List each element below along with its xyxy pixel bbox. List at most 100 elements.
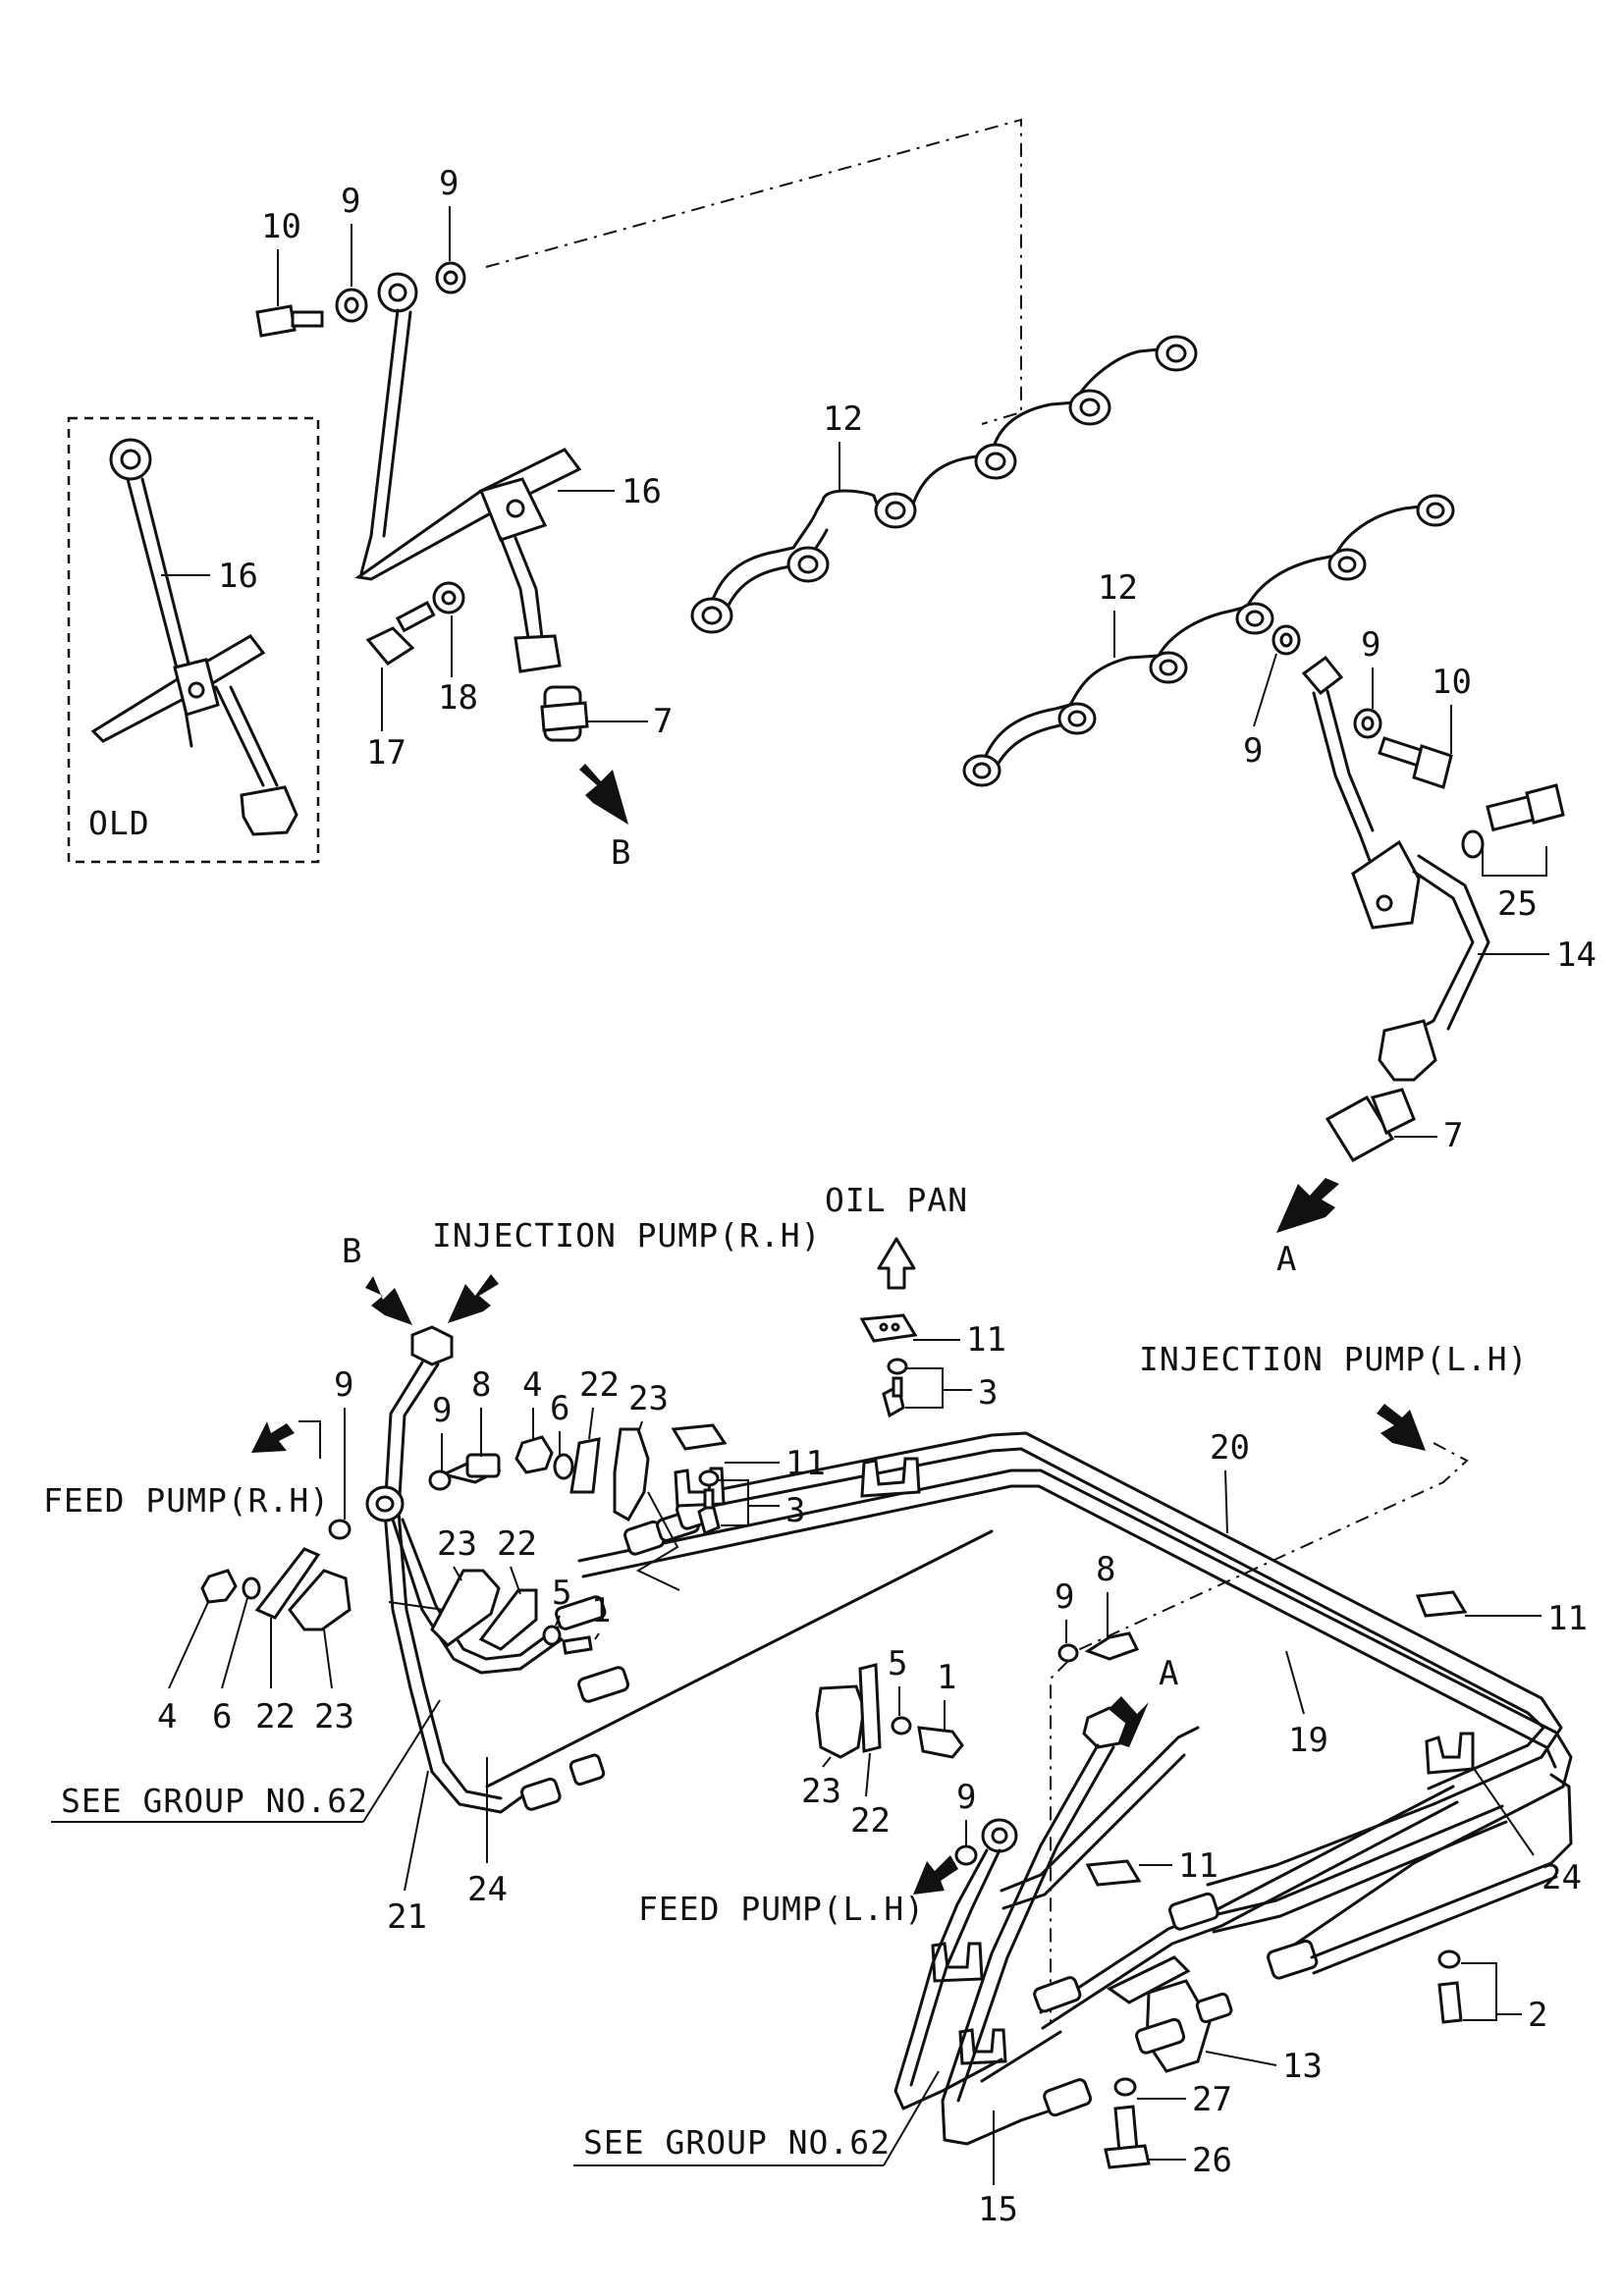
callout-9: 9 <box>432 1391 452 1430</box>
callout-9: 9 <box>341 182 360 221</box>
label-feed-pump-lh: FEED PUMP(L.H) <box>638 1890 925 1928</box>
label-see-group-1: SEE GROUP NO.62 <box>61 1782 368 1820</box>
fuel-pipe-19 <box>577 1468 1573 1946</box>
callout-3: 3 <box>978 1373 998 1413</box>
fuel-pipe-lower-right <box>1033 1773 1573 2013</box>
callout-7: 7 <box>1443 1116 1463 1155</box>
callout-16: 16 <box>622 472 662 511</box>
callout-11: 11 <box>1547 1599 1588 1638</box>
bolt-17 <box>365 626 415 666</box>
see-group-labels: SEE GROUP NO.62 SEE GROUP NO.62 <box>51 1699 940 2166</box>
joint-13 <box>1107 1955 1233 2073</box>
callout-11: 11 <box>1178 1846 1218 1886</box>
label-see-group-2: SEE GROUP NO.62 <box>583 2123 891 2162</box>
callout-5: 5 <box>888 1644 907 1683</box>
callout-21: 21 <box>387 1897 427 1937</box>
callout-1: 1 <box>937 1658 956 1697</box>
washer-25 <box>1461 829 1485 859</box>
callout-14: 14 <box>1556 935 1596 975</box>
callout-9: 9 <box>1055 1577 1074 1617</box>
bolt-25 <box>1486 783 1565 832</box>
callout-13: 13 <box>1282 2047 1323 2086</box>
callout-3: 3 <box>785 1491 805 1530</box>
callout-8: 8 <box>471 1365 491 1405</box>
label-oil-pan: OIL PAN <box>825 1181 968 1219</box>
callout-4: 4 <box>522 1365 542 1405</box>
callout-23: 23 <box>801 1772 841 1811</box>
callout-11: 11 <box>785 1444 826 1483</box>
callout-24: 24 <box>1542 1858 1582 1897</box>
fuel-pipe-24-left <box>365 1485 994 1789</box>
callout-9: 9 <box>334 1365 353 1405</box>
callout-22: 22 <box>850 1801 891 1841</box>
arrow-oil-pan <box>877 1237 916 1290</box>
fuel-pipe-15 <box>941 1706 1129 2146</box>
injection-pipe-14-assembly: A <box>1271 624 1565 1279</box>
leak-off-pipe-12-lower <box>962 494 1455 787</box>
callout-20: 20 <box>1210 1428 1250 1468</box>
arrow-injection-pump-rh <box>448 1274 499 1323</box>
small-parts <box>200 1313 1468 2169</box>
arrow-injection-pump-lh <box>1377 1404 1426 1451</box>
label-a-bottom: A <box>1159 1654 1178 1693</box>
old-version-box: OLD 16 <box>67 416 320 864</box>
callout-2: 2 <box>1528 1996 1547 2035</box>
callout-19: 19 <box>1288 1721 1328 1760</box>
callout-10: 10 <box>1432 663 1472 702</box>
connector-7a <box>540 685 589 742</box>
callout-22: 22 <box>579 1365 620 1405</box>
injection-pipe-16-assembly: B <box>255 118 1022 873</box>
arrow-b-top <box>579 764 628 825</box>
pipe-fittings-left <box>520 1494 718 1811</box>
arrow-a-top <box>1276 1178 1339 1233</box>
fittings <box>690 335 1198 634</box>
arrow-feed-pump-lh <box>913 1855 958 1895</box>
arrow-feed-pump-rh <box>251 1421 295 1453</box>
callout-22: 22 <box>497 1524 537 1564</box>
callout-23: 23 <box>314 1697 354 1736</box>
callout-9: 9 <box>956 1778 976 1817</box>
label-injection-pump-rh: INJECTION PUMP(R.H) <box>432 1216 822 1255</box>
callout-9: 9 <box>1361 625 1380 665</box>
callout-11: 11 <box>966 1320 1006 1360</box>
callout-4: 4 <box>157 1697 177 1736</box>
fuel-pipe-20 <box>701 1431 1563 1887</box>
callout-25: 25 <box>1497 884 1538 924</box>
callout-27: 27 <box>1192 2080 1232 2119</box>
callout-6: 6 <box>212 1697 232 1736</box>
callout-6: 6 <box>550 1389 569 1428</box>
bottom-callouts: 11 3 11 3 9 9 8 4 6 22 23 4 6 22 23 23 <box>157 1320 1588 2229</box>
label-b-top: B <box>611 833 630 873</box>
callout-26: 26 <box>1192 2141 1232 2180</box>
callout-23: 23 <box>628 1379 669 1418</box>
callout-5: 5 <box>552 1574 571 1613</box>
label-b-bottom: B <box>342 1232 361 1271</box>
bolt-10b <box>1378 736 1453 789</box>
banjo-bolt-10 <box>255 304 324 338</box>
callout-16: 16 <box>218 557 258 596</box>
pipe-clamps <box>674 1457 1475 2065</box>
leak-off-pipe-12-upper <box>690 335 1198 634</box>
callout-17: 17 <box>366 733 406 773</box>
arrow-b-bottom <box>365 1276 412 1325</box>
callout-24: 24 <box>467 1870 508 1909</box>
callout-8: 8 <box>1096 1550 1115 1589</box>
label-injection-pump-lh: INJECTION PUMP(L.H) <box>1139 1340 1529 1378</box>
label-a-top: A <box>1276 1240 1296 1279</box>
callout-7: 7 <box>653 702 673 741</box>
callout-9: 9 <box>439 164 459 203</box>
callout-1: 1 <box>591 1591 611 1630</box>
callout-23: 23 <box>437 1524 477 1564</box>
callout-9: 9 <box>1243 731 1263 771</box>
callout-15: 15 <box>978 2190 1018 2229</box>
callout-18: 18 <box>438 678 478 718</box>
callout-22: 22 <box>255 1697 296 1736</box>
fuel-pipe-21 <box>383 1325 524 1814</box>
label-old: OLD <box>88 804 150 842</box>
label-feed-pump-rh: FEED PUMP(R.H) <box>43 1481 330 1520</box>
callout-12: 12 <box>1098 568 1138 608</box>
callout-10: 10 <box>261 207 301 246</box>
callout-12: 12 <box>823 400 863 439</box>
connector-7b <box>1325 1088 1416 1163</box>
